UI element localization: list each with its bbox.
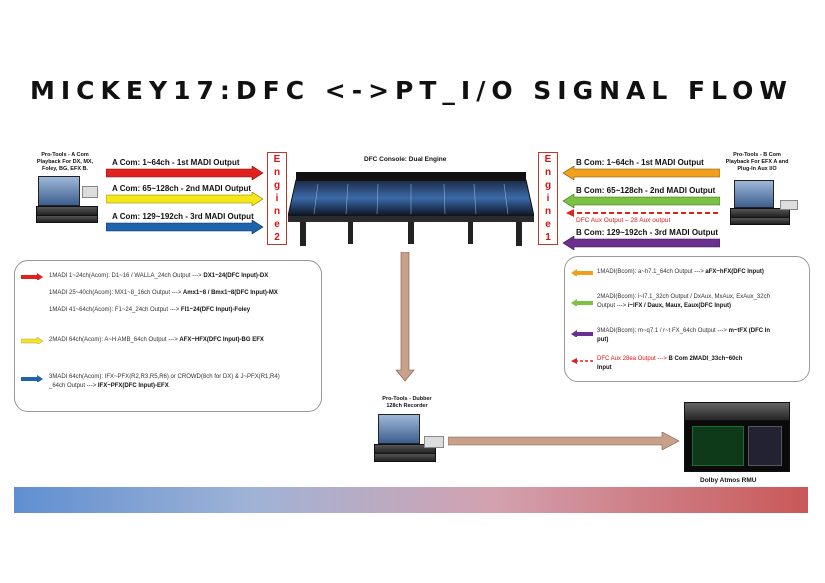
page-title: MICKEY17:DFC <->PT_I/O SIGNAL FLOW bbox=[30, 76, 793, 105]
right-protools-workstation bbox=[728, 180, 800, 225]
b-com-madi3-label: B Com: 129~192ch - 3rd MADI Output bbox=[576, 228, 719, 237]
a-com-madi3-label: A Com: 129~192ch - 3rd MADI Output bbox=[112, 212, 254, 221]
console-label: DFC Console: Dual Engine bbox=[364, 156, 447, 163]
yellow-arrow-icon bbox=[21, 337, 43, 344]
red-dashed-arrow-icon bbox=[571, 358, 593, 364]
b-com-madi1-label: B Com: 1~64ch - 1st MADI Output bbox=[576, 158, 704, 167]
dfc-aux-arrow bbox=[566, 209, 718, 217]
green-arrow-icon bbox=[571, 299, 593, 306]
b-com-madi2-arrow bbox=[562, 194, 720, 208]
rmu-label: Dolby Atmos RMU bbox=[700, 477, 757, 484]
orange-arrow-icon bbox=[571, 269, 593, 276]
right-mapping-panel: 1MADI(Bcom): a~h7.1_64ch Output ---> aFX… bbox=[564, 256, 810, 382]
footer-gradient-band bbox=[14, 487, 808, 513]
dolby-atmos-rmu-image bbox=[684, 402, 790, 472]
recorder-label: Pro-Tools - Dubber 128ch Recorder bbox=[382, 396, 432, 409]
left-protools-workstation bbox=[36, 176, 102, 223]
b-com-madi2-label: B Com: 65~128ch - 2nd MADI Output bbox=[576, 186, 716, 195]
dfc-console-image bbox=[288, 172, 534, 246]
a-com-madi1-label: A Com: 1~64ch - 1st MADI Output bbox=[112, 158, 240, 167]
a-com-madi1-arrow bbox=[106, 166, 264, 180]
left-source-label: Pro-Tools - A Com Playback For DX, MX, F… bbox=[36, 152, 94, 172]
b-com-madi3-arrow bbox=[562, 236, 720, 250]
b-com-madi1-arrow bbox=[562, 166, 720, 180]
a-com-madi2-label: A Com: 65~128ch - 2nd MADI Output bbox=[112, 184, 252, 193]
red-arrow-icon bbox=[21, 273, 43, 280]
right-source-label: Pro-Tools - B Com Playback For EFX A and… bbox=[725, 152, 789, 172]
a-com-madi2-arrow bbox=[106, 192, 264, 206]
recorder-to-rmu-arrow bbox=[448, 432, 680, 450]
recorder-workstation bbox=[374, 414, 452, 462]
a-com-madi3-arrow bbox=[106, 220, 264, 234]
left-mapping-panel: 1MADI 1~24ch(Acom): D1~16 / WALLA_24ch O… bbox=[14, 260, 322, 412]
purple-arrow-icon bbox=[571, 330, 593, 337]
dfc-aux-label: DFC Aux Output – 28 Aux output bbox=[576, 217, 671, 224]
blue-arrow-icon bbox=[21, 375, 43, 382]
console-to-recorder-arrow bbox=[395, 252, 415, 382]
